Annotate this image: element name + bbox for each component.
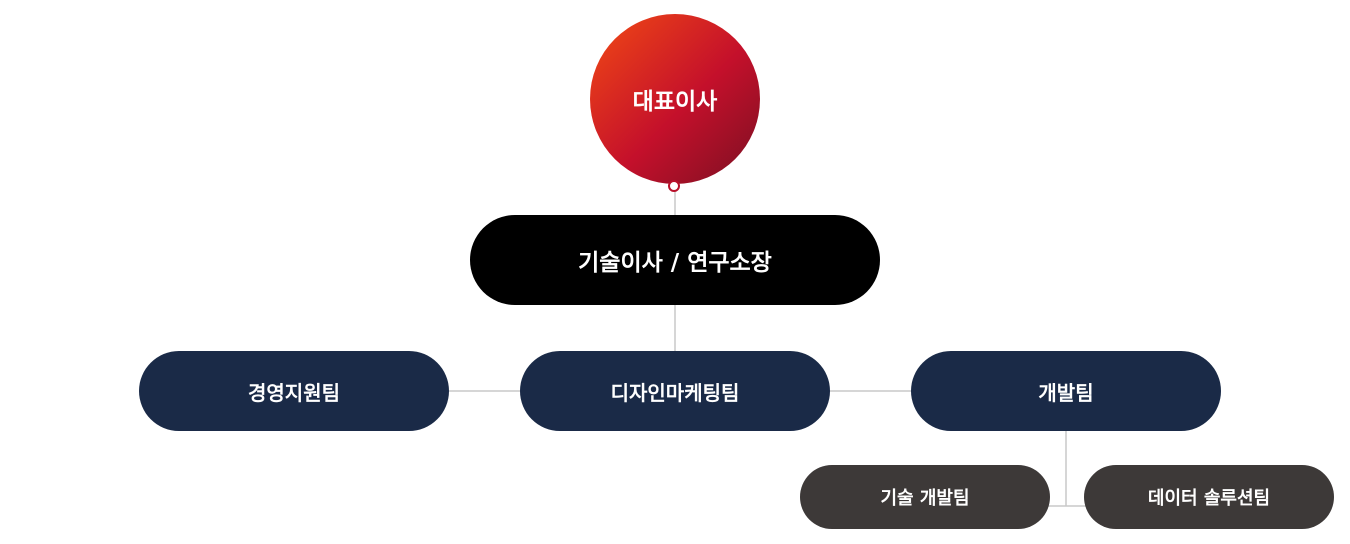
team-node-development: 개발팀 [911, 351, 1221, 431]
subteam-node-tech-development: 기술 개발팀 [800, 465, 1050, 529]
ceo-connector-dot [668, 180, 680, 192]
subteam-node-data-solution: 데이터 솔루션팀 [1084, 465, 1334, 529]
team-label: 디자인마케팅팀 [610, 380, 740, 405]
subteam-label: 기술 개발팀 [880, 488, 970, 509]
cto-node: 기술이사 / 연구소장 [470, 215, 880, 305]
ceo-node: 대표이사 [590, 14, 760, 184]
team-label: 개발팀 [1038, 380, 1094, 405]
team-node-management-support: 경영지원팀 [139, 351, 449, 431]
subteam-label: 데이터 솔루션팀 [1147, 488, 1271, 509]
ceo-label: 대표이사 [632, 89, 718, 115]
team-node-design-marketing: 디자인마케팅팀 [520, 351, 830, 431]
cto-label: 기술이사 / 연구소장 [578, 250, 772, 276]
team-label: 경영지원팀 [248, 380, 340, 405]
